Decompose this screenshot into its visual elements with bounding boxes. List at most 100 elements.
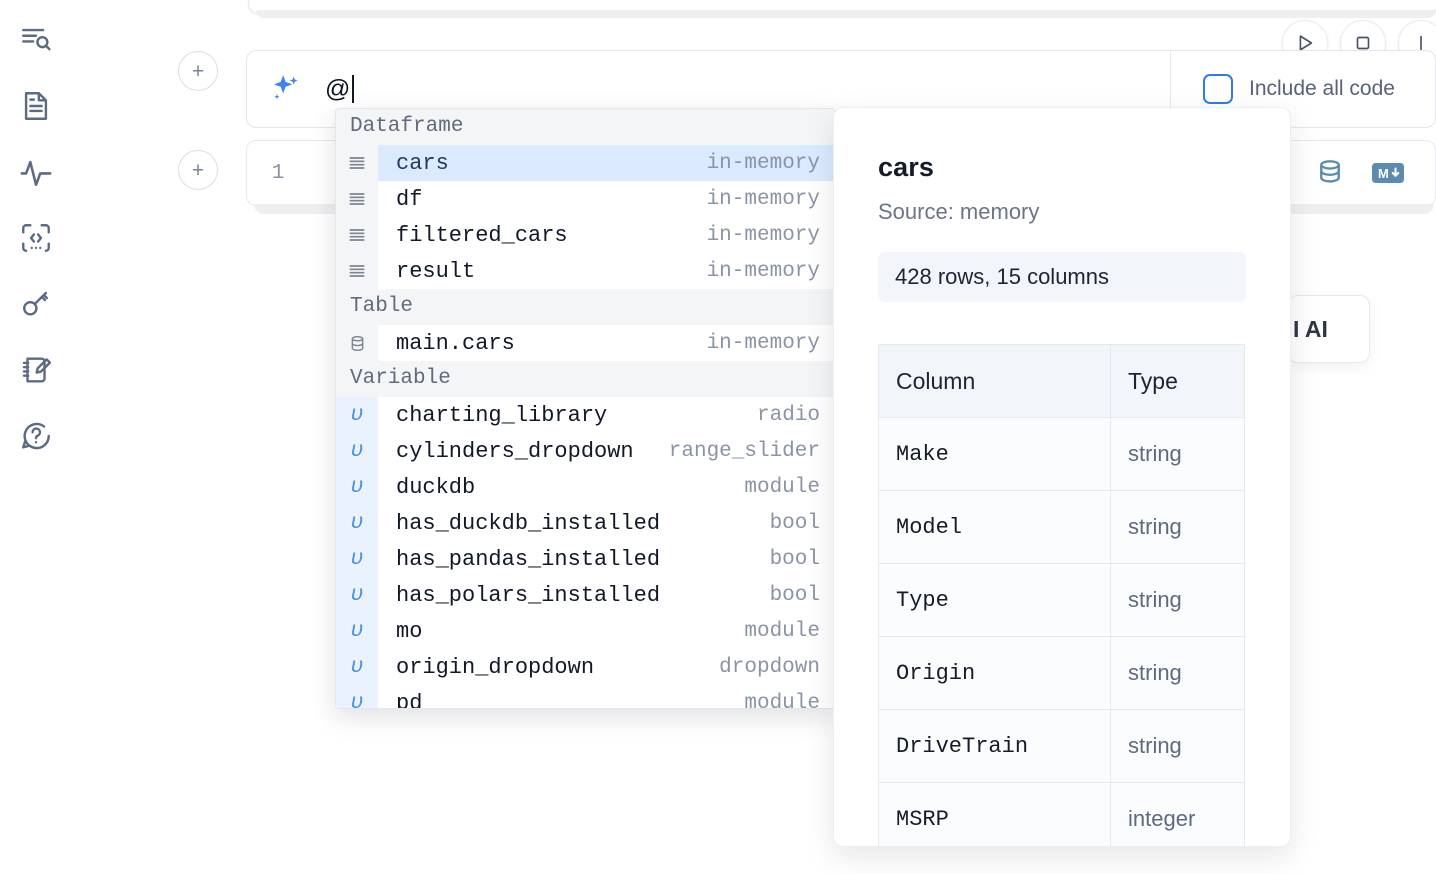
- detail-title: cars: [878, 152, 934, 182]
- code-icon[interactable]: [14, 216, 58, 260]
- autocomplete-item-name: df: [396, 186, 423, 212]
- schema-column-type: string: [1110, 490, 1245, 564]
- table-header-row: Column Type: [878, 344, 1245, 418]
- detail-stats-badge: 428 rows, 15 columns: [878, 252, 1246, 302]
- add-cell-button-top[interactable]: +: [178, 51, 218, 91]
- document-icon[interactable]: [14, 84, 58, 128]
- key-icon[interactable]: [14, 282, 58, 326]
- autocomplete-item-name: result: [396, 258, 476, 284]
- sparkle-icon: [269, 72, 303, 106]
- autocomplete-item[interactable]: filtered_cars in-memory: [336, 217, 834, 253]
- variable-icon: υ: [336, 649, 378, 685]
- column-header: Column: [878, 344, 1111, 418]
- schema-column-name: Model: [878, 490, 1111, 564]
- autocomplete-item[interactable]: υ has_polars_installed bool: [336, 577, 834, 613]
- database-icon[interactable]: [1315, 158, 1345, 188]
- schema-column-name: MSRP: [878, 782, 1111, 846]
- include-all-code-label: Include all code: [1249, 77, 1395, 100]
- autocomplete-item-name: mo: [396, 618, 423, 644]
- autocomplete-item-type: radio: [756, 403, 820, 427]
- cell-icon-group: M: [1315, 158, 1405, 188]
- schema-column-name: Type: [878, 563, 1111, 637]
- schema-column-type: string: [1110, 417, 1245, 491]
- variable-icon: υ: [336, 613, 378, 649]
- table-icon: [336, 325, 378, 361]
- help-icon[interactable]: [14, 414, 58, 458]
- autocomplete-item-name: main.cars: [396, 330, 515, 356]
- autocomplete-item-name: pd: [396, 690, 423, 709]
- ai-suggestion-card[interactable]: I AI: [1288, 295, 1370, 363]
- schema-column-type: string: [1110, 709, 1245, 783]
- autocomplete-item-type: module: [744, 475, 820, 499]
- dataframe-icon: [336, 217, 378, 253]
- ai-prompt-value: @: [325, 74, 351, 103]
- autocomplete-item-type: range_slider: [668, 439, 820, 463]
- schema-column-type: string: [1110, 636, 1245, 710]
- autocomplete-item-type: in-memory: [706, 187, 820, 211]
- autocomplete-item-name: charting_library: [396, 402, 608, 428]
- schema-column-name: Make: [878, 417, 1111, 491]
- schema-column-type: string: [1110, 563, 1245, 637]
- type-header: Type: [1110, 344, 1245, 418]
- autocomplete-item[interactable]: df in-memory: [336, 181, 834, 217]
- autocomplete-item[interactable]: main.cars in-memory: [336, 325, 834, 361]
- dataframe-detail-popover: cars Source: memory 428 rows, 15 columns…: [833, 107, 1291, 847]
- autocomplete-group-header: Table: [336, 289, 834, 325]
- sidebar-rail: [0, 0, 72, 874]
- text-caret: [351, 75, 354, 103]
- autocomplete-item-name: filtered_cars: [396, 222, 568, 248]
- autocomplete-item-name: duckdb: [396, 474, 476, 500]
- autocomplete-item-type: bool: [769, 583, 820, 607]
- dataframe-icon: [336, 181, 378, 217]
- autocomplete-item[interactable]: cars in-memory: [336, 145, 834, 181]
- line-number: 1: [271, 161, 285, 185]
- variable-icon: υ: [336, 469, 378, 505]
- autocomplete-item-type: in-memory: [706, 331, 820, 355]
- add-cell-button-bottom[interactable]: +: [178, 150, 218, 190]
- ai-prompt-input[interactable]: @: [325, 51, 1170, 127]
- variable-icon: υ: [336, 685, 378, 708]
- dataframe-icon: [336, 253, 378, 289]
- autocomplete-item-type: module: [744, 619, 820, 643]
- autocomplete-item-type: bool: [769, 511, 820, 535]
- activity-icon[interactable]: [14, 150, 58, 194]
- markdown-icon[interactable]: M: [1371, 161, 1405, 185]
- autocomplete-item-type: in-memory: [706, 151, 820, 175]
- autocomplete-item-type: in-memory: [706, 259, 820, 283]
- autocomplete-item-type: bool: [769, 547, 820, 571]
- schema-column-name: Origin: [878, 636, 1111, 710]
- variable-icon: υ: [336, 577, 378, 613]
- autocomplete-item-type: dropdown: [719, 655, 820, 679]
- dataframe-icon: [336, 145, 378, 181]
- explore-icon[interactable]: [14, 18, 58, 62]
- variable-icon: υ: [336, 505, 378, 541]
- autocomplete-group-header: Variable: [336, 361, 834, 397]
- cell-above-shadow: [256, 10, 1436, 18]
- autocomplete-item-type: module: [744, 691, 820, 709]
- autocomplete-item[interactable]: result in-memory: [336, 253, 834, 289]
- scratchpad-icon[interactable]: [14, 348, 58, 392]
- autocomplete-group-header: Dataframe: [336, 109, 834, 145]
- autocomplete-item-name: has_pandas_installed: [396, 546, 661, 572]
- autocomplete-item-name: has_polars_installed: [396, 582, 661, 608]
- include-all-code-checkbox[interactable]: [1203, 74, 1233, 104]
- detail-source: Source: memory: [878, 199, 1040, 224]
- autocomplete-item-type: in-memory: [706, 223, 820, 247]
- autocomplete-item-name: cars: [396, 150, 449, 176]
